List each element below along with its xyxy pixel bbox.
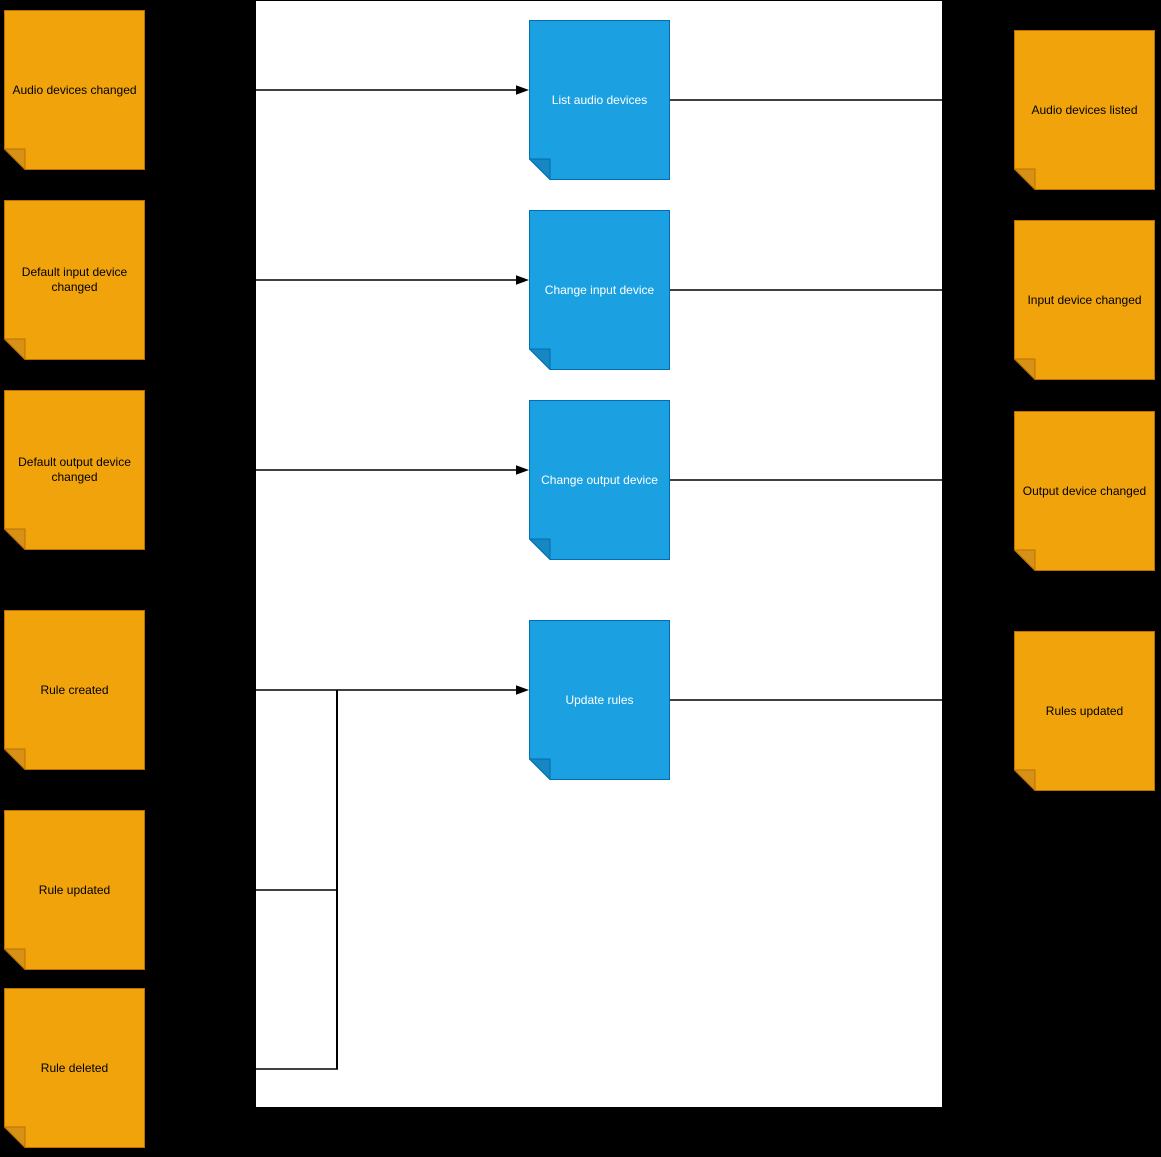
process-note-list-audio-devices[interactable]: List audio devices — [529, 20, 670, 180]
folded-corner-icon — [4, 528, 26, 550]
folded-corner-icon — [529, 538, 551, 560]
note-body — [4, 988, 145, 1148]
note-label: Change input device — [544, 282, 655, 297]
note-shape-icon — [4, 810, 145, 970]
note-body — [4, 10, 145, 170]
process-note-update-rules[interactable]: Update rules — [529, 620, 670, 780]
note-label: Default output device changed — [18, 455, 131, 484]
process-note-change-input-device[interactable]: Change input device — [529, 210, 670, 370]
note-shape-icon — [1014, 30, 1155, 190]
note-shape-icon — [529, 20, 670, 180]
folded-corner-icon — [1014, 769, 1036, 791]
note-body — [4, 200, 145, 360]
folded-corner-icon — [4, 748, 26, 770]
note-label: List audio devices — [551, 92, 648, 107]
note-body — [1014, 631, 1155, 791]
folded-corner-icon — [1014, 549, 1036, 571]
note-label: Rule updated — [38, 882, 111, 897]
note-body — [529, 620, 670, 780]
note-label: Audio devices listed — [1031, 102, 1138, 117]
note-label: Rules updated — [1045, 703, 1124, 718]
event-note-default-output-device-changed[interactable]: Default output device changed — [4, 390, 145, 550]
folded-corner-icon — [529, 158, 551, 180]
folded-corner-icon — [4, 1126, 26, 1148]
note-label: Change output device — [541, 472, 658, 487]
note-body — [1014, 220, 1155, 380]
event-note-audio-devices-listed[interactable]: Audio devices listed — [1014, 30, 1155, 190]
folded-corner-icon — [4, 338, 26, 360]
note-shape-icon — [529, 400, 670, 560]
note-shape-icon — [1014, 631, 1155, 791]
note-body — [1014, 30, 1155, 190]
note-shape-icon — [1014, 220, 1155, 380]
note-label: Rule deleted — [40, 1060, 109, 1075]
note-body — [1014, 411, 1155, 571]
event-note-rule-updated[interactable]: Rule updated — [4, 810, 145, 970]
event-note-output-device-changed[interactable]: Output device changed — [1014, 411, 1155, 571]
event-note-input-device-changed[interactable]: Input device changed — [1014, 220, 1155, 380]
note-label: Rule created — [40, 682, 109, 697]
folded-corner-icon — [4, 948, 26, 970]
folded-corner-icon — [529, 348, 551, 370]
note-body — [529, 210, 670, 370]
note-label: Input device changed — [1027, 292, 1142, 307]
note-body — [529, 20, 670, 180]
note-body — [4, 810, 145, 970]
note-shape-icon — [529, 620, 670, 780]
note-shape-icon — [4, 988, 145, 1148]
note-body — [4, 610, 145, 770]
note-label: Update rules — [565, 692, 634, 707]
note-label: Output device changed — [1022, 483, 1147, 498]
folded-corner-icon — [1014, 358, 1036, 380]
event-note-rules-updated[interactable]: Rules updated — [1014, 631, 1155, 791]
note-shape-icon — [1014, 411, 1155, 571]
note-label: Audio devices changed — [12, 82, 137, 97]
folded-corner-icon — [1014, 168, 1036, 190]
event-note-default-input-device-changed[interactable]: Default input device changed — [4, 200, 145, 360]
note-body — [529, 400, 670, 560]
event-note-rule-deleted[interactable]: Rule deleted — [4, 988, 145, 1148]
folded-corner-icon — [529, 758, 551, 780]
note-shape-icon — [4, 200, 145, 360]
note-shape-icon — [4, 10, 145, 170]
note-shape-icon — [4, 610, 145, 770]
process-note-change-output-device[interactable]: Change output device — [529, 400, 670, 560]
note-shape-icon — [529, 210, 670, 370]
folded-corner-icon — [4, 148, 26, 170]
note-label: Default input device changed — [21, 265, 128, 294]
event-note-audio-devices-changed[interactable]: Audio devices changed — [4, 10, 145, 170]
event-note-rule-created[interactable]: Rule created — [4, 610, 145, 770]
note-body — [4, 390, 145, 550]
note-shape-icon — [4, 390, 145, 550]
